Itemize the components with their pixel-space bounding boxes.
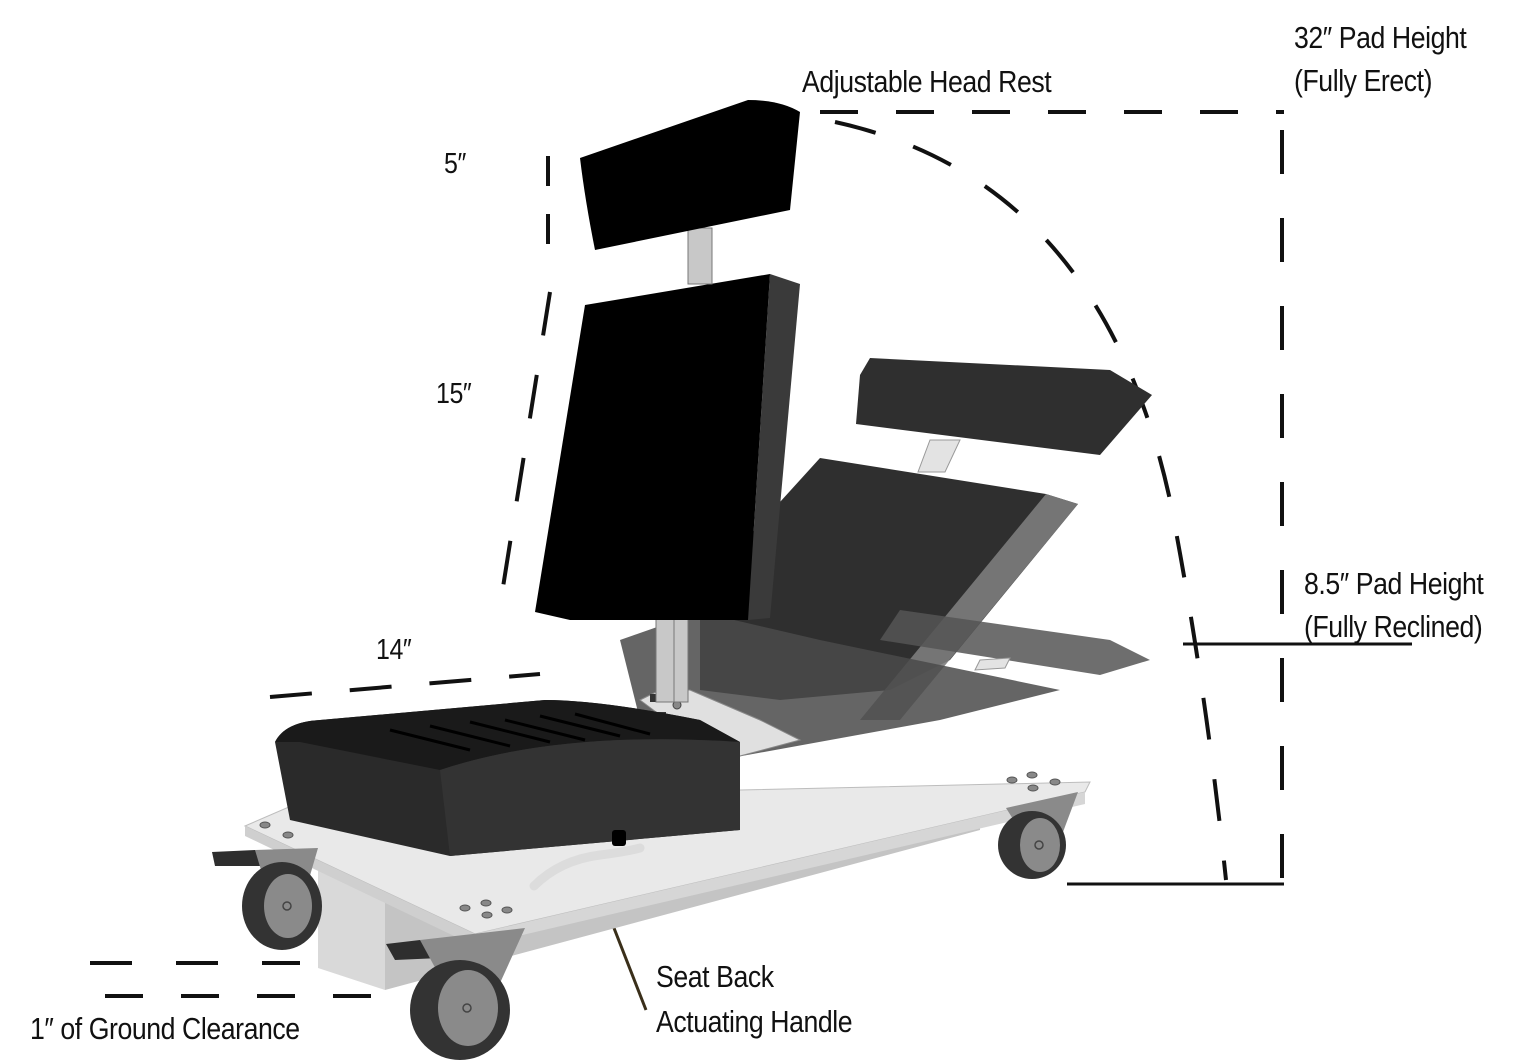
- reclined-pad-height-label: 8.5″ Pad Height: [1304, 566, 1484, 601]
- handle-label-line2: Actuating Handle: [656, 1004, 853, 1039]
- head-rest-label: Adjustable Head Rest: [802, 64, 1052, 99]
- handle-label-line1: Seat Back: [656, 959, 774, 994]
- wheel-front-left: [386, 928, 525, 1060]
- ground-clearance-label: 1″ of Ground Clearance: [30, 1011, 300, 1046]
- seat-depth-dimension: 14″: [376, 634, 412, 666]
- headrest-dimension: 5″: [444, 148, 466, 180]
- dimension-lines: [90, 110, 1412, 998]
- caster-wheels: [212, 792, 1078, 1060]
- reclined-pad-height-sublabel: (Fully Reclined): [1304, 609, 1483, 644]
- seat-cushion: [275, 700, 740, 856]
- headrest: [580, 100, 800, 285]
- seat-dim-line: [269, 672, 541, 699]
- erect-pad-height-label: 32″ Pad Height: [1294, 20, 1467, 55]
- upright-backrest: [535, 274, 800, 703]
- backrest-dimension: 15″: [436, 378, 472, 410]
- actuating-handle: [529, 830, 645, 891]
- erect-pad-height-sublabel: (Fully Erect): [1294, 63, 1433, 98]
- wheel-right: [998, 792, 1078, 879]
- wheel-rear-left: [212, 848, 322, 950]
- backrest-dim-line: [498, 291, 552, 607]
- headrest-travel-arc: [834, 120, 1228, 881]
